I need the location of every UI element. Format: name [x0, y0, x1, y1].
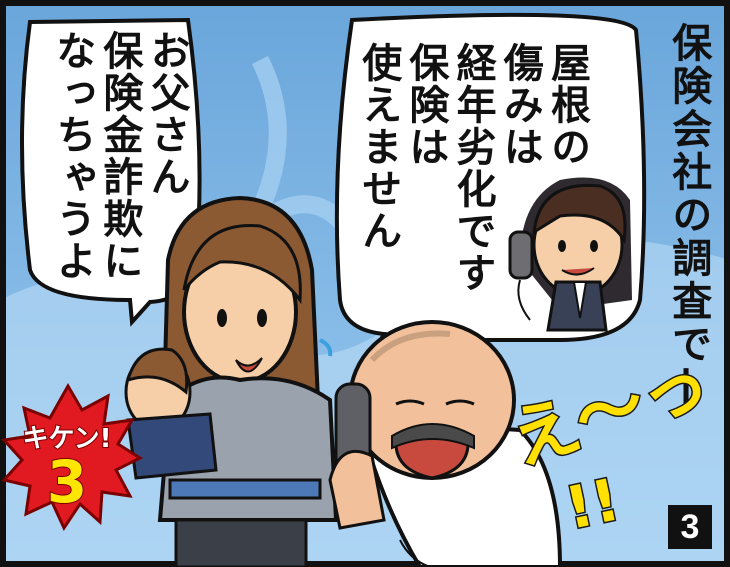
- badge-label: キケン!: [21, 423, 112, 455]
- father: [328, 320, 563, 567]
- speech-bubble-left: [20, 17, 202, 327]
- kiken-badge: [1, 382, 144, 532]
- daughter: [157, 195, 339, 567]
- daughter-speech-text: お父さん 保険金詐欺に なっちゃうよ: [49, 30, 190, 282]
- insurance-agent: [508, 177, 632, 332]
- badge-number: 3: [46, 447, 88, 517]
- panel-number: 3: [668, 505, 712, 549]
- agent-speech-text: 屋根の 傷みは 経年劣化です 保険は 使えません: [355, 42, 590, 294]
- narration-caption: 保険会社の調査で—: [665, 22, 712, 409]
- baby: [124, 347, 218, 480]
